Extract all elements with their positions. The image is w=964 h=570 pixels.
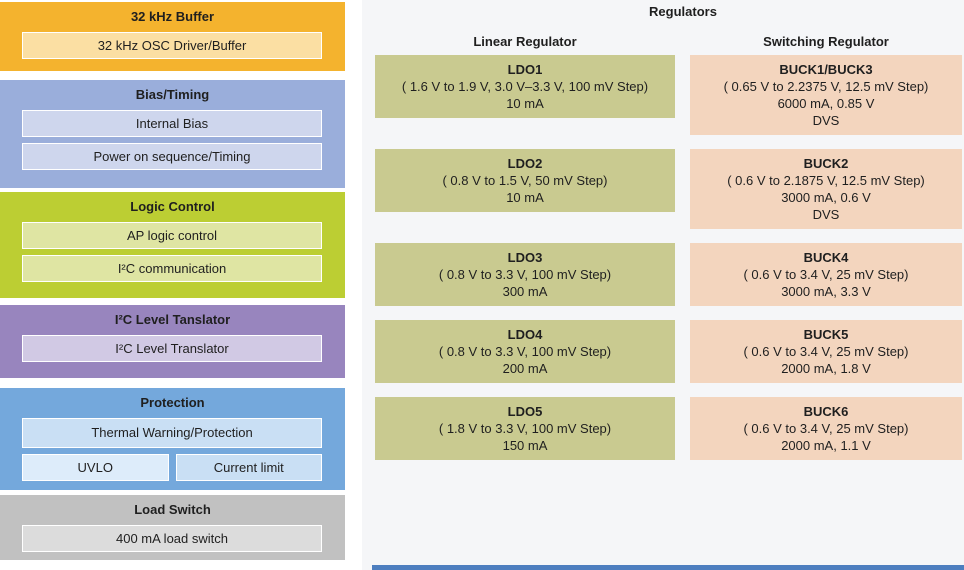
- regulator-range: ( 0.8 V to 3.3 V, 100 mV Step): [438, 344, 612, 359]
- regulator-name: BUCK5: [803, 327, 849, 342]
- block-logic-control: Logic Control AP logic control I²C commu…: [0, 192, 345, 298]
- regulator-range: ( 1.6 V to 1.9 V, 3.0 V–3.3 V, 100 mV St…: [401, 79, 649, 94]
- partially-visible-blue-block: [372, 565, 964, 570]
- regulator-range: ( 0.6 V to 3.4 V, 25 mV Step): [743, 421, 909, 436]
- regulator-name: LDO2: [507, 156, 543, 171]
- regulator-output: 3000 mA, 3.3 V: [781, 284, 871, 299]
- ldo5-box: LDO5 ( 1.8 V to 3.3 V, 100 mV Step) 150 …: [375, 397, 675, 460]
- regulator-name: LDO4: [507, 327, 543, 342]
- block-title-load-switch: Load Switch: [134, 502, 211, 517]
- block-title-32khz-buffer: 32 kHz Buffer: [130, 9, 215, 24]
- item-power-on-sequence: Power on sequence/Timing: [22, 143, 322, 170]
- regulator-name: BUCK6: [803, 404, 849, 419]
- switching-regulator-header: Switching Regulator: [763, 34, 889, 49]
- ldo1-box: LDO1 ( 1.6 V to 1.9 V, 3.0 V–3.3 V, 100 …: [375, 55, 675, 118]
- buck5-box: BUCK5 ( 0.6 V to 3.4 V, 25 mV Step) 2000…: [690, 320, 962, 383]
- regulator-name: LDO3: [507, 250, 543, 265]
- block-bias-timing: Bias/Timing Internal Bias Power on seque…: [0, 80, 345, 188]
- regulators-title: Regulators: [649, 4, 717, 19]
- regulator-dvs: DVS: [812, 113, 840, 128]
- item-internal-bias: Internal Bias: [22, 110, 322, 137]
- regulator-column-headers: Linear Regulator Switching Regulator: [375, 34, 964, 49]
- regulator-output: 2000 mA, 1.8 V: [781, 361, 871, 376]
- regulators-panel: Regulators Linear Regulator Switching Re…: [362, 0, 964, 570]
- regulator-grid: LDO1 ( 1.6 V to 1.9 V, 3.0 V–3.3 V, 100 …: [375, 55, 964, 460]
- regulator-range: ( 0.6 V to 3.4 V, 25 mV Step): [743, 267, 909, 282]
- buck6-box: BUCK6 ( 0.6 V to 3.4 V, 25 mV Step) 2000…: [690, 397, 962, 460]
- block-title-logic-control: Logic Control: [130, 199, 215, 214]
- buck2-box: BUCK2 ( 0.6 V to 2.1875 V, 12.5 mV Step)…: [690, 149, 962, 229]
- regulator-dvs: DVS: [812, 207, 840, 222]
- block-title-i2c-level-translator: I²C Level Tanslator: [114, 312, 231, 327]
- item-osc-driver-buffer: 32 kHz OSC Driver/Buffer: [22, 32, 322, 59]
- regulator-name: LDO1: [507, 62, 543, 77]
- regulator-output: 3000 mA, 0.6 V: [781, 190, 871, 205]
- regulator-name: BUCK1/BUCK3: [779, 62, 873, 77]
- block-protection: Protection Thermal Warning/Protection UV…: [0, 388, 345, 490]
- regulator-range: ( 0.8 V to 1.5 V, 50 mV Step): [442, 173, 608, 188]
- buck1-buck3-box: BUCK1/BUCK3 ( 0.65 V to 2.2375 V, 12.5 m…: [690, 55, 962, 135]
- linear-regulator-header: Linear Regulator: [473, 34, 577, 49]
- regulator-output: 6000 mA, 0.85 V: [777, 96, 875, 111]
- protection-split-row: UVLO Current limit: [22, 454, 322, 481]
- item-i2c-level-translator: I²C Level Translator: [22, 335, 322, 362]
- regulator-range: ( 1.8 V to 3.3 V, 100 mV Step): [438, 421, 612, 436]
- block-i2c-level-translator: I²C Level Tanslator I²C Level Translator: [0, 305, 345, 378]
- regulator-range: ( 0.6 V to 3.4 V, 25 mV Step): [743, 344, 909, 359]
- ldo2-box: LDO2 ( 0.8 V to 1.5 V, 50 mV Step) 10 mA: [375, 149, 675, 212]
- regulator-name: BUCK4: [803, 250, 849, 265]
- block-title-protection: Protection: [140, 395, 205, 410]
- buck4-box: BUCK4 ( 0.6 V to 3.4 V, 25 mV Step) 3000…: [690, 243, 962, 306]
- block-title-bias-timing: Bias/Timing: [135, 87, 210, 102]
- regulator-name: BUCK2: [803, 156, 849, 171]
- ldo3-box: LDO3 ( 0.8 V to 3.3 V, 100 mV Step) 300 …: [375, 243, 675, 306]
- item-thermal-warning-protection: Thermal Warning/Protection: [22, 418, 322, 448]
- item-current-limit: Current limit: [175, 454, 322, 481]
- regulator-current: 10 mA: [506, 190, 544, 205]
- regulator-current: 150 mA: [502, 438, 548, 453]
- item-i2c-communication: I²C communication: [22, 255, 322, 282]
- regulator-current: 10 mA: [506, 96, 544, 111]
- regulator-range: ( 0.65 V to 2.2375 V, 12.5 mV Step): [723, 79, 929, 94]
- regulator-range: ( 0.6 V to 2.1875 V, 12.5 mV Step): [727, 173, 925, 188]
- item-ap-logic-control: AP logic control: [22, 222, 322, 249]
- block-32khz-buffer: 32 kHz Buffer 32 kHz OSC Driver/Buffer: [0, 2, 345, 71]
- regulator-output: 2000 mA, 1.1 V: [781, 438, 871, 453]
- regulator-range: ( 0.8 V to 3.3 V, 100 mV Step): [438, 267, 612, 282]
- regulator-name: LDO5: [507, 404, 543, 419]
- ldo4-box: LDO4 ( 0.8 V to 3.3 V, 100 mV Step) 200 …: [375, 320, 675, 383]
- regulator-current: 200 mA: [502, 361, 548, 376]
- block-load-switch: Load Switch 400 mA load switch: [0, 495, 345, 560]
- item-400ma-load-switch: 400 mA load switch: [22, 525, 322, 552]
- regulator-current: 300 mA: [502, 284, 548, 299]
- item-uvlo: UVLO: [22, 454, 169, 481]
